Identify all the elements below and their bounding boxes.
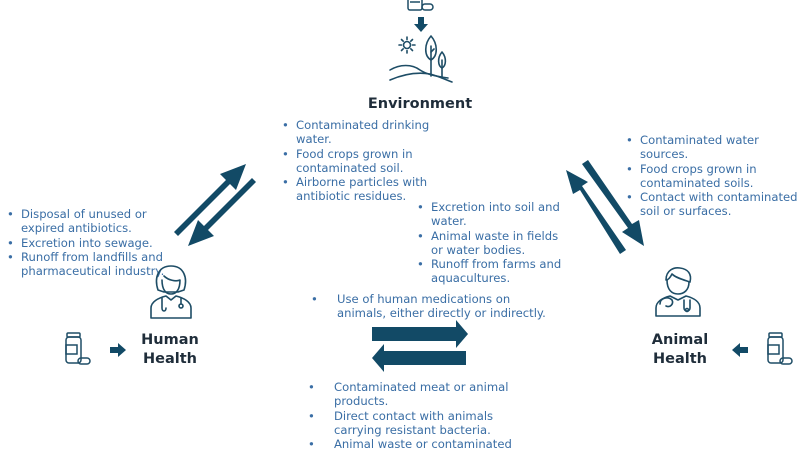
human-to-animal-list: Use of human medications on animals, eit… bbox=[311, 292, 551, 321]
environment-to-human-list: Contaminated drinking water. Food crops … bbox=[282, 118, 442, 204]
list-item: Airborne particles with antibiotic resid… bbox=[282, 175, 442, 204]
landscape-icon bbox=[389, 35, 453, 83]
list-item: Animal waste in fields or water bodies. bbox=[417, 229, 567, 258]
list-item: Food crops grown in contaminated soil. bbox=[282, 147, 442, 176]
list-item: Excretion into soil and water. bbox=[417, 200, 567, 229]
list-item: Runoff from landfills and pharmaceutical… bbox=[7, 250, 167, 279]
male-veterinarian-icon bbox=[655, 267, 701, 317]
arrow-down-left bbox=[188, 178, 256, 246]
arrow-up-right bbox=[174, 164, 246, 236]
human-health-title: Human Health bbox=[130, 331, 210, 369]
medicine-bottle-icon bbox=[407, 0, 434, 11]
human-health-title-line1: Human bbox=[141, 332, 199, 348]
human-to-environment-list: Disposal of unused or expired antibiotic… bbox=[7, 207, 167, 278]
animal-to-environment-list: Excretion into soil and water. Animal wa… bbox=[417, 200, 567, 286]
arrow-down-right bbox=[582, 160, 644, 246]
medicine-bottle-icon bbox=[767, 332, 793, 365]
list-item: Contact with contaminated soil or surfac… bbox=[626, 190, 798, 219]
list-item: Runoff from farms and aquacultures. bbox=[417, 257, 567, 286]
right-arrow-icon bbox=[110, 343, 126, 357]
human-health-title-line2: Health bbox=[143, 351, 197, 367]
list-item: Food crops grown in contaminated soils. bbox=[626, 162, 798, 191]
list-item: Direct contact with animals carrying res… bbox=[308, 409, 518, 438]
left-arrow-icon bbox=[732, 343, 748, 357]
medicine-bottle-icon bbox=[65, 332, 91, 365]
arrow-left bbox=[372, 344, 466, 372]
list-item: Contaminated meat or animal products. bbox=[308, 380, 518, 409]
list-item: Use of human medications on animals, eit… bbox=[311, 292, 551, 321]
list-item: Animal waste or contaminated bbox=[308, 437, 518, 451]
animal-health-title: Animal Health bbox=[640, 331, 720, 369]
down-arrow-icon bbox=[414, 17, 428, 32]
environment-title: Environment bbox=[367, 96, 473, 112]
animal-health-title-line2: Health bbox=[653, 351, 707, 367]
arrow-right bbox=[372, 320, 468, 348]
animal-health-title-line1: Animal bbox=[651, 332, 709, 348]
list-item: Contaminated water sources. bbox=[626, 133, 798, 162]
animal-to-human-list: Contaminated meat or animal products. Di… bbox=[308, 380, 518, 451]
female-doctor-icon bbox=[150, 265, 192, 319]
list-item: Contaminated drinking water. bbox=[282, 118, 442, 147]
environment-to-animal-list: Contaminated water sources. Food crops g… bbox=[626, 133, 798, 219]
list-item: Disposal of unused or expired antibiotic… bbox=[7, 207, 167, 236]
arrow-up-left bbox=[566, 170, 626, 254]
list-item: Excretion into sewage. bbox=[7, 236, 167, 251]
